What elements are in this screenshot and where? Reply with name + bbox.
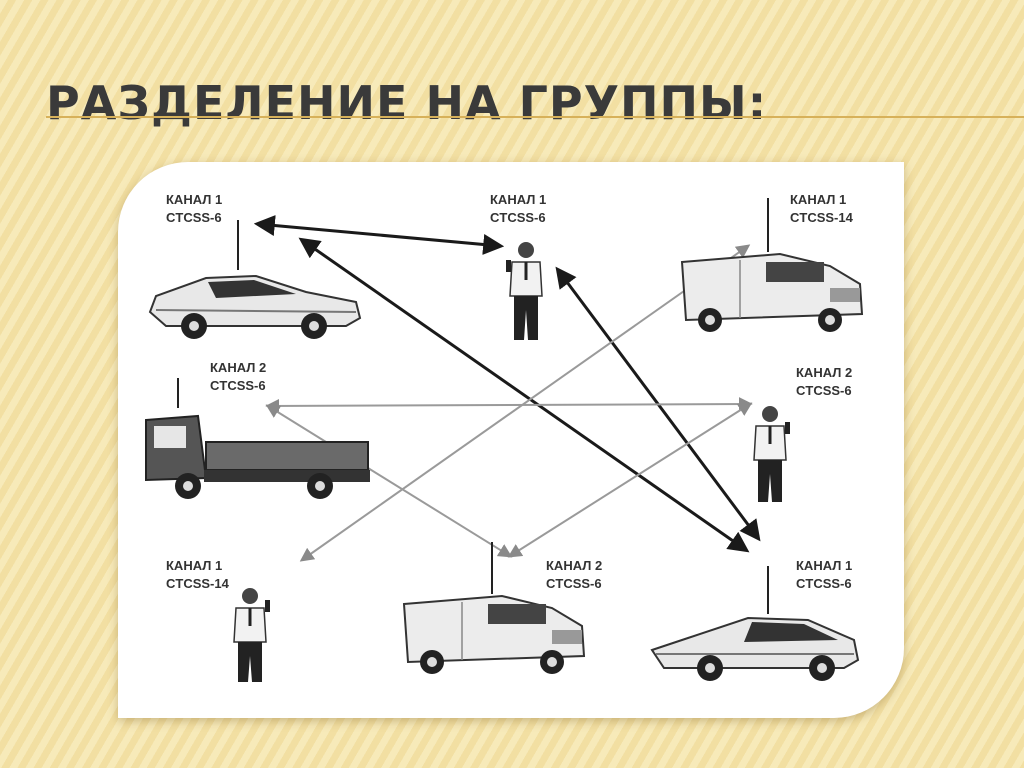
car-bottom-right-ctcss: CTCSS-6 bbox=[796, 576, 852, 591]
person-bottom-left-channel: КАНАЛ 1 bbox=[166, 558, 222, 573]
van-top-right-icon bbox=[680, 198, 864, 332]
person-bottom-left-icon bbox=[233, 588, 270, 682]
title-underline bbox=[46, 116, 1024, 118]
car-top-left-ctcss: CTCSS-6 bbox=[166, 210, 222, 225]
slide-title: РАЗДЕЛЕНИЕ НА ГРУППЫ: bbox=[46, 76, 768, 130]
truck-mid-left-ctcss: CTCSS-6 bbox=[210, 378, 266, 393]
car-bottom-right-icon bbox=[650, 566, 860, 681]
car-top-left-icon bbox=[148, 220, 362, 339]
link-truck-mid-left-van-bottom-center bbox=[265, 404, 513, 558]
truck-mid-left-channel: КАНАЛ 2 bbox=[210, 360, 266, 375]
person-top-center-icon bbox=[506, 242, 543, 340]
person-mid-right-ctcss: CTCSS-6 bbox=[796, 383, 852, 398]
person-top-center-ctcss: CTCSS-6 bbox=[490, 210, 546, 225]
van-top-right-ctcss: CTCSS-14 bbox=[790, 210, 854, 225]
van-bottom-center-icon bbox=[402, 542, 586, 674]
truck-mid-left-icon bbox=[145, 378, 370, 499]
link-truck-mid-left-person-mid-right bbox=[265, 397, 753, 413]
car-top-left-channel: КАНАЛ 1 bbox=[166, 192, 222, 207]
group-diagram: КАНАЛ 1 CTCSS-6 КАНАЛ 1 CTCSS-6 bbox=[145, 192, 864, 682]
person-top-center-channel: КАНАЛ 1 bbox=[490, 192, 546, 207]
person-mid-right-icon bbox=[753, 406, 790, 502]
diagram-panel: КАНАЛ 1 CTCSS-6 КАНАЛ 1 CTCSS-6 bbox=[118, 162, 904, 718]
links-layer bbox=[253, 215, 761, 562]
link-person-mid-right-van-bottom-center bbox=[507, 402, 753, 558]
nodes-layer: КАНАЛ 1 CTCSS-6 КАНАЛ 1 CTCSS-6 bbox=[145, 192, 864, 682]
person-bottom-left-ctcss: CTCSS-14 bbox=[166, 576, 230, 591]
van-bottom-center-ctcss: CTCSS-6 bbox=[546, 576, 602, 591]
person-mid-right-channel: КАНАЛ 2 bbox=[796, 365, 852, 380]
van-bottom-center-channel: КАНАЛ 2 bbox=[546, 558, 602, 573]
car-bottom-right-channel: КАНАЛ 1 bbox=[796, 558, 852, 573]
link-car-top-left-person-top-center bbox=[253, 215, 505, 255]
van-top-right-channel: КАНАЛ 1 bbox=[790, 192, 846, 207]
